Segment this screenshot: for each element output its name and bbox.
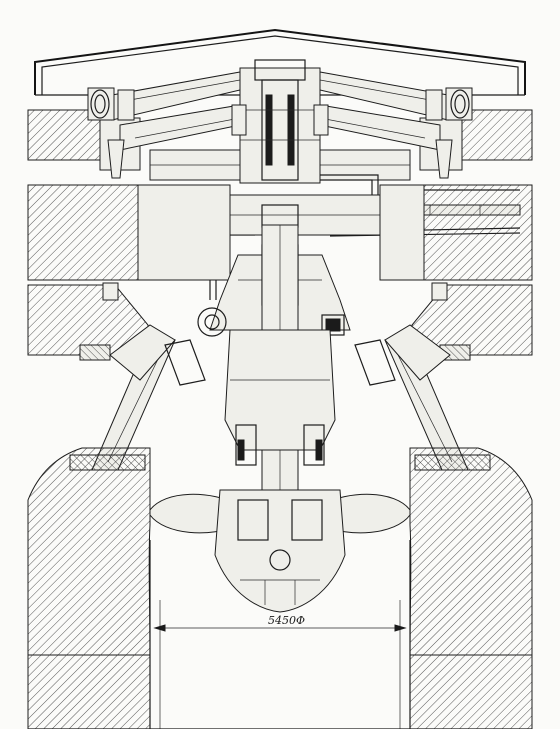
coil-left [90,89,110,119]
diameter-dimension: 5450Φ [153,614,407,632]
coil-right [450,89,470,119]
draft-tube-walls [27,447,533,656]
draft-tube-liner [27,540,533,729]
runner-hub [224,329,336,466]
spiral-casing [109,324,451,386]
stator-coils [87,87,473,179]
generator-spider-arms [111,71,449,181]
diameter-label: 5450Φ [268,614,305,627]
runner-nose-cone [214,489,346,613]
head-cover-floor [27,282,533,356]
generator-floor [27,184,533,281]
thrust-bearing-hub [231,59,329,184]
